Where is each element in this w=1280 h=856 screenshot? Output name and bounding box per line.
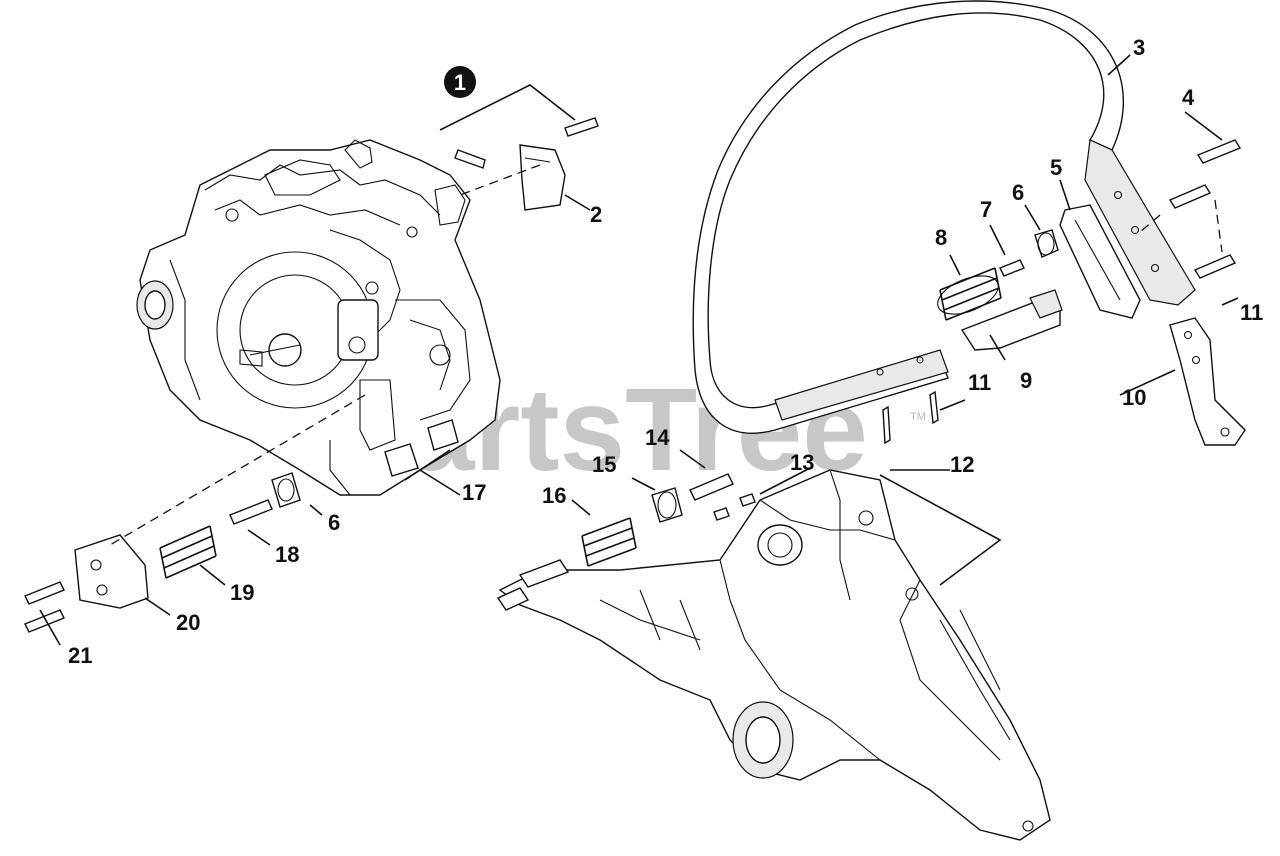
callout-3: 3 (1133, 35, 1145, 60)
callout-9: 9 (1020, 368, 1032, 393)
side-plate-5 (1059, 204, 1141, 319)
watermark-trademark: TM (910, 411, 926, 423)
callout-10: 10 (1122, 385, 1146, 410)
engine-crankcase (136, 139, 501, 496)
screws-21 (24, 581, 65, 633)
callout-14: 14 (645, 425, 670, 450)
screws-4-11 (1168, 139, 1242, 279)
callout-16: 16 (542, 483, 566, 508)
callout-13: 13 (790, 450, 814, 475)
screw-18 (229, 499, 273, 525)
ref-marker-label: 1 (454, 70, 466, 95)
bushings-17 (384, 419, 459, 477)
spring-8 (937, 267, 1002, 321)
bushing-6-left (271, 472, 301, 508)
leader-lines (39, 54, 1239, 646)
callouts: 2 3 4 5 6 7 8 9 10 11 11 12 13 14 15 16 … (68, 35, 1263, 668)
callout-17: 17 (462, 480, 486, 505)
bracket-10 (1169, 317, 1246, 446)
bushing-15 (651, 487, 683, 523)
callout-7: 7 (980, 197, 992, 222)
callout-5: 5 (1050, 155, 1062, 180)
callout-2: 2 (590, 202, 602, 227)
callout-6-right: 6 (1012, 180, 1024, 205)
spring-16 (581, 517, 637, 567)
callout-12: 12 (950, 452, 974, 477)
screw-11-middle (882, 390, 939, 445)
screws-13 (713, 493, 756, 521)
callout-6-left: 6 (328, 510, 340, 535)
bracket-20 (74, 534, 149, 609)
screw-14 (689, 473, 734, 501)
callout-18: 18 (275, 542, 299, 567)
spring-19 (159, 525, 217, 579)
callout-4: 4 (1182, 85, 1195, 110)
bracket-9 (960, 289, 1063, 351)
ref-marker-1: 1 (444, 66, 476, 98)
bracket-2 (519, 144, 566, 211)
callout-11-right: 11 (1240, 300, 1263, 325)
handlebar (692, 0, 1196, 434)
bushing-6-right (1034, 229, 1059, 258)
callout-21: 21 (68, 643, 92, 668)
rear-handle (496, 469, 1051, 841)
screw-7 (999, 259, 1025, 277)
callout-8: 8 (935, 225, 947, 250)
callout-20: 20 (176, 610, 200, 635)
screws-1 (454, 117, 599, 169)
callout-15: 15 (592, 452, 616, 477)
callout-11-middle: 11 (968, 370, 991, 395)
callout-19: 19 (230, 580, 254, 605)
